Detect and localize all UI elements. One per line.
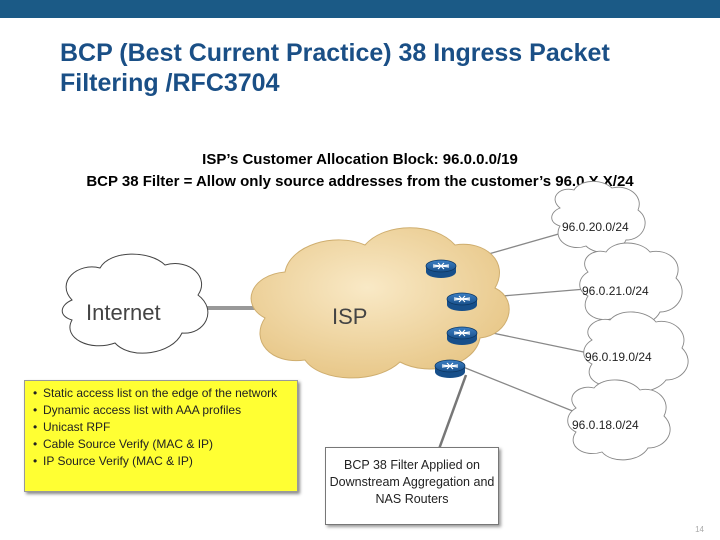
internet-label: Internet [86, 300, 161, 325]
top-bar [0, 0, 720, 18]
list-item: Unicast RPF [29, 419, 293, 436]
router-icon [434, 359, 466, 378]
methods-note-box: Static access list on the edge of the ne… [24, 380, 298, 492]
subtitle-filter-rule: BCP 38 Filter = Allow only source addres… [86, 173, 634, 190]
router-icon [425, 259, 457, 278]
customer-cloud-icon [567, 379, 671, 461]
methods-list: Static access list on the edge of the ne… [29, 385, 293, 470]
router-icon [446, 326, 478, 345]
customer-network-label: 96.0.18.0/24 [572, 418, 639, 432]
list-item: IP Source Verify (MAC & IP) [29, 453, 293, 470]
customer-cloud-icon [551, 181, 646, 253]
subtitle-allocation-block: ISP’s Customer Allocation Block: 96.0.0.… [202, 151, 518, 168]
list-item: Static access list on the edge of the ne… [29, 385, 293, 402]
list-item: Dynamic access list with AAA profiles [29, 402, 293, 419]
filter-callout: BCP 38 Filter Applied on Downstream Aggr… [325, 447, 499, 525]
customer-network-label: 96.0.20.0/24 [562, 220, 629, 234]
slide-title: BCP (Best Current Practice) 38 Ingress P… [60, 39, 610, 97]
page-number: 14 [695, 525, 704, 534]
customer-cloud-icon [583, 311, 689, 393]
list-item: Cable Source Verify (MAC & IP) [29, 436, 293, 453]
internet-cloud-icon [61, 253, 209, 354]
customer-network-label: 96.0.19.0/24 [585, 350, 652, 364]
customer-cloud-icon [579, 242, 683, 327]
customer-clouds [551, 181, 689, 461]
router-icon [446, 292, 478, 311]
isp-label: ISP [332, 304, 368, 329]
customer-network-label: 96.0.21.0/24 [582, 284, 649, 298]
routers [425, 259, 478, 378]
